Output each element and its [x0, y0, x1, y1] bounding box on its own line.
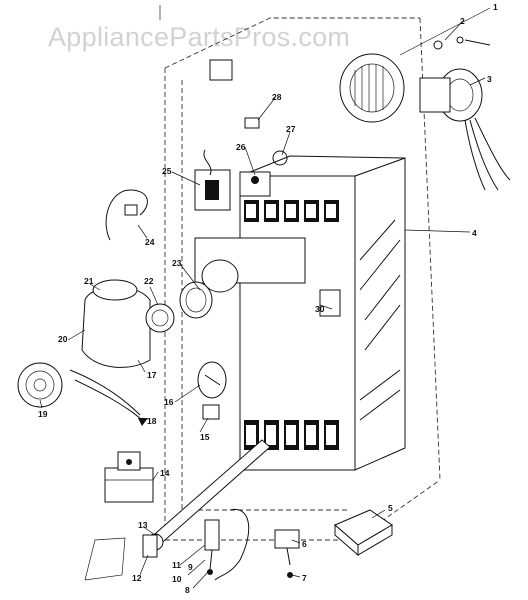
exchanger-tubes — [359, 219, 401, 421]
callout-6: 6 — [302, 539, 307, 549]
callout-22: 22 — [144, 276, 154, 286]
callout-17: 17 — [147, 370, 157, 380]
callout-20: 20 — [58, 334, 68, 344]
callout-7: 7 — [302, 573, 307, 583]
callout-1: 1 — [493, 2, 498, 12]
callout-4: 4 — [472, 228, 477, 238]
callout-9: 9 — [188, 562, 193, 572]
gas-valve — [104, 451, 154, 503]
callout-21: 21 — [84, 276, 94, 286]
pressure-hose — [105, 189, 148, 241]
igniter-assembly — [84, 508, 250, 581]
part-30-panel — [319, 289, 341, 317]
callout-labels: 1 2 3 4 5 6 7 8 9 10 11 12 13 14 15 16 1… — [38, 2, 498, 595]
callout-26: 26 — [236, 142, 246, 152]
gasket-ring — [179, 259, 239, 319]
leader-lines — [39, 7, 491, 589]
rollout-switches — [197, 361, 227, 420]
callout-25: 25 — [162, 166, 172, 176]
watermark-text: AppliancePartsPros.com — [48, 22, 350, 52]
callout-27: 27 — [286, 124, 296, 134]
control-board — [194, 59, 233, 211]
blower-housing — [339, 53, 405, 123]
blower-motor — [419, 68, 511, 191]
callout-5: 5 — [388, 503, 393, 513]
callout-8: 8 — [185, 585, 190, 595]
callout-16: 16 — [164, 397, 174, 407]
callout-12: 12 — [132, 573, 142, 583]
limit-switches — [239, 117, 288, 197]
callout-18: 18 — [147, 416, 157, 426]
flame-sensor — [274, 529, 300, 578]
callout-13: 13 — [138, 520, 148, 530]
callout-24: 24 — [145, 237, 155, 247]
callout-30: 30 — [315, 304, 325, 314]
inducer-assembly — [17, 279, 175, 426]
heat-exchanger — [194, 155, 406, 471]
callout-19: 19 — [38, 409, 48, 419]
callout-11: 11 — [172, 560, 181, 570]
callout-28: 28 — [272, 92, 282, 102]
transformer — [334, 509, 393, 557]
callout-3: 3 — [487, 74, 492, 84]
lower-burner-openings — [244, 420, 339, 450]
callout-14: 14 — [160, 468, 170, 478]
callout-10: 10 — [172, 574, 182, 584]
screw-2 — [433, 36, 491, 50]
callout-15: 15 — [200, 432, 210, 442]
callout-2: 2 — [460, 16, 465, 26]
burner-manifold — [142, 439, 271, 558]
upper-burner-openings — [244, 200, 339, 222]
callout-23: 23 — [172, 258, 182, 268]
